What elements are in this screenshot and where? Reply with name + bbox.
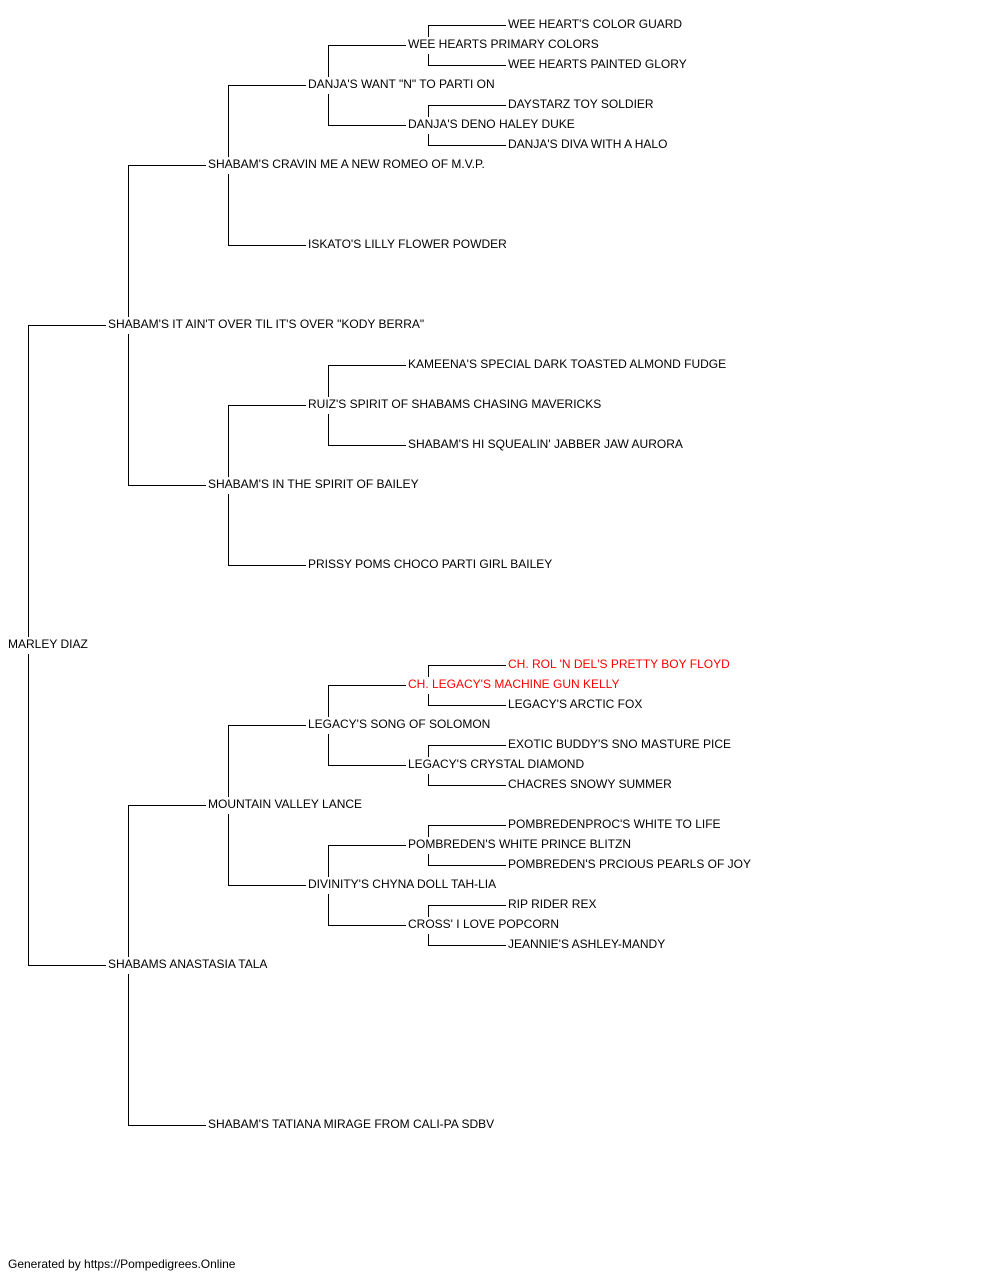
ancestor-name: SHABAM'S HI SQUEALIN' JABBER JAW AURORA [408, 437, 683, 451]
connector-line [328, 94, 329, 125]
ancestor-name: WEE HEART'S COLOR GUARD [508, 17, 683, 31]
ancestor-name: CROSS' I LOVE POPCORN [408, 917, 559, 931]
ancestor-name: DAYSTARZ TOY SOLDIER [508, 97, 654, 111]
ancestor-name: POMBREDEN'S WHITE PRINCE BLITZN [408, 837, 631, 851]
connector-line [428, 665, 506, 666]
connector-line [428, 825, 429, 837]
ancestor-name: WEE HEARTS PAINTED GLORY [508, 57, 687, 71]
connector-line [428, 905, 506, 906]
ancestor-name: ISKATO'S LILLY FLOWER POWDER [308, 237, 507, 251]
connector-line [128, 485, 206, 486]
connector-line [428, 774, 429, 785]
connector-line [328, 414, 329, 445]
connector-line [128, 1125, 206, 1126]
connector-line [428, 65, 506, 66]
connector-line [328, 365, 329, 397]
footer-credit: Generated by https://Pompedigrees.Online [8, 1257, 236, 1271]
connector-line [328, 845, 329, 877]
connector-line [428, 854, 429, 865]
connector-line [428, 25, 506, 26]
ancestor-name: CH. LEGACY'S MACHINE GUN KELLY [408, 677, 620, 691]
ancestor-name: DANJA'S DENO HALEY DUKE [408, 117, 575, 131]
connector-line [428, 25, 429, 37]
ancestor-name: DANJA'S WANT "N" TO PARTI ON [308, 77, 495, 91]
connector-line [328, 45, 406, 46]
ancestor-name: LEGACY'S CRYSTAL DIAMOND [408, 757, 585, 771]
ancestor-name: CHACRES SNOWY SUMMER [508, 777, 672, 791]
connector-line [328, 925, 406, 926]
connector-line [228, 405, 229, 477]
connector-line [328, 125, 406, 126]
connector-line [128, 165, 206, 166]
ancestor-name: DANJA'S DIVA WITH A HALO [508, 137, 668, 151]
connector-line [128, 165, 129, 317]
connector-line [128, 974, 129, 1125]
ancestor-name: JEANNIE'S ASHLEY-MANDY [508, 937, 666, 951]
connector-line [228, 885, 306, 886]
ancestor-name: MOUNTAIN VALLEY LANCE [208, 797, 363, 811]
connector-line [428, 134, 429, 145]
connector-line [328, 734, 329, 765]
connector-line [428, 825, 506, 826]
connector-line [128, 805, 129, 957]
ancestor-name: KAMEENA'S SPECIAL DARK TOASTED ALMOND FU… [408, 357, 727, 371]
ancestor-name: DIVINITY'S CHYNA DOLL TAH-LIA [308, 877, 497, 891]
connector-line [228, 174, 229, 245]
ancestor-name: LEGACY'S ARCTIC FOX [508, 697, 643, 711]
connector-line [428, 905, 429, 917]
connector-line [128, 334, 129, 485]
connector-line [28, 325, 29, 637]
connector-line [228, 814, 229, 885]
connector-line [428, 745, 506, 746]
connector-line [328, 445, 406, 446]
ancestor-name: SHABAM'S IN THE SPIRIT OF BAILEY [208, 477, 419, 491]
connector-line [428, 934, 429, 945]
connector-line [328, 685, 329, 717]
connector-line [328, 365, 406, 366]
connector-line [428, 694, 429, 705]
connector-line [428, 145, 506, 146]
connector-line [428, 785, 506, 786]
connector-line [228, 494, 229, 565]
connector-line [128, 805, 206, 806]
connector-line [328, 894, 329, 925]
connector-line [428, 945, 506, 946]
ancestor-name: PRISSY POMS CHOCO PARTI GIRL BAILEY [308, 557, 553, 571]
connector-line [228, 405, 306, 406]
connector-line [28, 654, 29, 965]
ancestor-name: RUIZ'S SPIRIT OF SHABAMS CHASING MAVERIC… [308, 397, 602, 411]
ancestor-name: SHABAM'S TATIANA MIRAGE FROM CALI-PA SDB… [208, 1117, 495, 1131]
ancestor-name: POMBREDEN'S PRCIOUS PEARLS OF JOY [508, 857, 752, 871]
connector-line [428, 745, 429, 757]
ancestor-name: POMBREDENPROC'S WHITE TO LIFE [508, 817, 721, 831]
connector-line [228, 725, 229, 797]
connector-line [428, 705, 506, 706]
connector-line [28, 325, 106, 326]
ancestor-name: SHABAM'S IT AIN'T OVER TIL IT'S OVER "KO… [108, 317, 425, 331]
connector-line [428, 105, 506, 106]
connector-line [228, 245, 306, 246]
connector-line [228, 85, 306, 86]
connector-line [328, 45, 329, 77]
connector-line [428, 105, 429, 117]
ancestor-name: SHABAMS ANASTASIA TALA [108, 957, 268, 971]
connector-line [28, 965, 106, 966]
ancestor-name: RIP RIDER REX [508, 897, 597, 911]
connector-line [228, 565, 306, 566]
connector-line [328, 685, 406, 686]
connector-line [228, 725, 306, 726]
connector-line [428, 665, 429, 677]
connector-line [428, 865, 506, 866]
ancestor-name: EXOTIC BUDDY'S SNO MASTURE PICE [508, 737, 731, 751]
connector-line [328, 765, 406, 766]
connector-line [228, 85, 229, 157]
ancestor-name: SHABAM'S CRAVIN ME A NEW ROMEO OF M.V.P. [208, 157, 485, 171]
connector-line [328, 845, 406, 846]
ancestor-name: LEGACY'S SONG OF SOLOMON [308, 717, 491, 731]
ancestor-name: CH. ROL 'N DEL'S PRETTY BOY FLOYD [508, 657, 730, 671]
connector-line [428, 54, 429, 65]
ancestor-name: WEE HEARTS PRIMARY COLORS [408, 37, 599, 51]
dog-name: MARLEY DIAZ [8, 637, 88, 651]
